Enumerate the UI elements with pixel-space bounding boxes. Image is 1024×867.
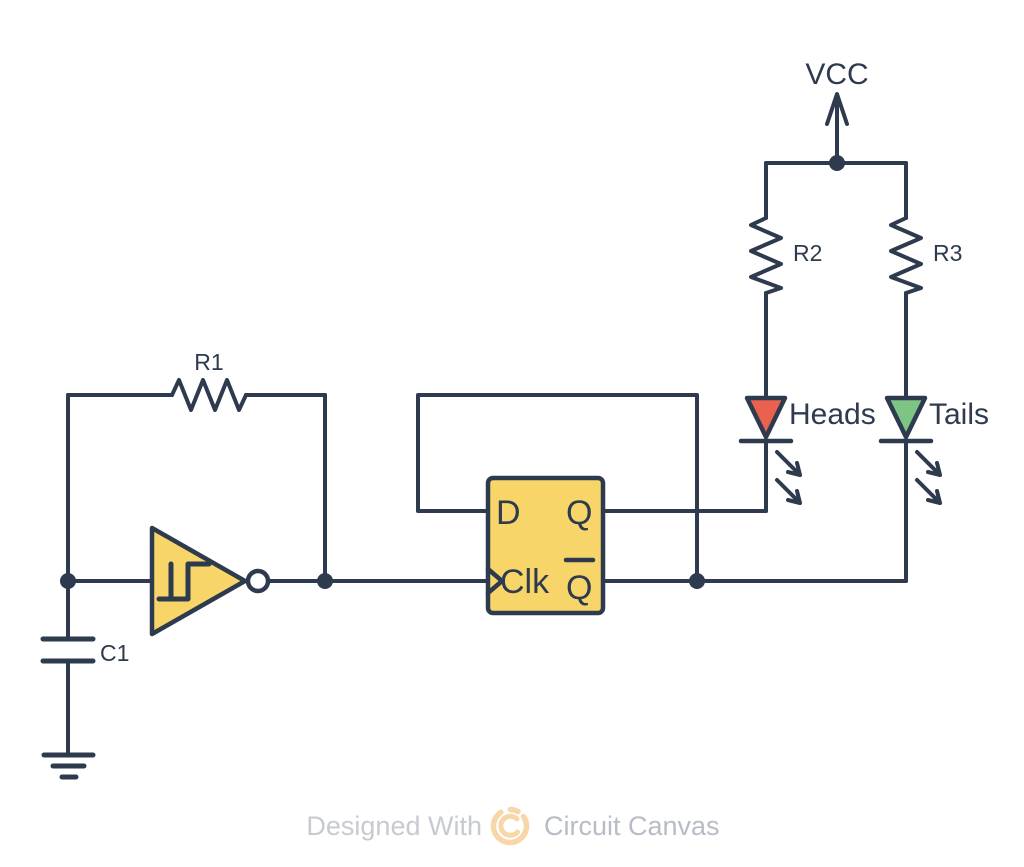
- flipflop-pin-clk: Clk: [500, 563, 550, 601]
- flipflop-pin-q: Q: [566, 494, 592, 532]
- wire-feedback-loop: [416, 393, 699, 583]
- resistor-r3-zigzag: [889, 216, 923, 295]
- circuit-canvas-logo-icon: [490, 806, 530, 846]
- led-heads-light-arrow-2: [775, 478, 802, 505]
- led-heads: Heads: [738, 395, 876, 513]
- vcc-arrow-head-icon: [825, 92, 849, 126]
- led-tails-label: Tails: [929, 398, 989, 431]
- logo-inner-arc: [498, 813, 520, 838]
- capacitor-c1: C1: [40, 579, 129, 755]
- resistor-r2: R2: [749, 161, 822, 398]
- schmitt-inverter-triangle: [149, 525, 248, 637]
- resistor-r1-label: R1: [194, 349, 223, 375]
- resistor-r3-label: R3: [933, 240, 962, 266]
- vcc-label: VCC: [805, 58, 868, 91]
- d-flipflop-body: [485, 475, 606, 616]
- led-heads-light-arrow-1: [775, 450, 802, 477]
- resistor-r1: R1: [66, 349, 327, 412]
- ground-symbol-icon: [41, 752, 96, 780]
- resistor-r3: R3: [889, 161, 962, 398]
- vcc-supply: VCC: [805, 58, 869, 165]
- resistor-r2-label: R2: [793, 240, 822, 266]
- capacitor-c1-label: C1: [100, 640, 129, 666]
- watermark-brand: Circuit Canvas: [544, 811, 720, 841]
- clock-chevron-icon: [485, 566, 505, 596]
- d-flipflop: D Q Clk Q: [485, 475, 606, 616]
- watermark-designed-with: Designed With: [306, 811, 482, 841]
- led-tails-triangle-icon: [884, 395, 928, 440]
- schmitt-inverter: [149, 525, 271, 637]
- inverter-bubble-icon: [245, 568, 271, 594]
- junction-dot-vcc: [829, 155, 845, 171]
- led-tails-light-arrow-2: [915, 478, 942, 505]
- flipflop-pin-qbar: Q: [566, 569, 592, 607]
- logo-outer-arc: [490, 806, 530, 846]
- led-tails: Tails: [878, 395, 989, 583]
- junction-dot-qbar: [689, 573, 705, 589]
- led-tails-light-arrow-1: [915, 450, 942, 477]
- resistor-r1-zigzag: [170, 378, 248, 412]
- led-heads-label: Heads: [789, 398, 876, 431]
- flipflop-pin-d: D: [496, 494, 521, 532]
- watermark: Designed With Circuit Canvas: [306, 806, 720, 846]
- led-heads-triangle-icon: [744, 395, 788, 440]
- resistor-r2-zigzag: [749, 216, 783, 295]
